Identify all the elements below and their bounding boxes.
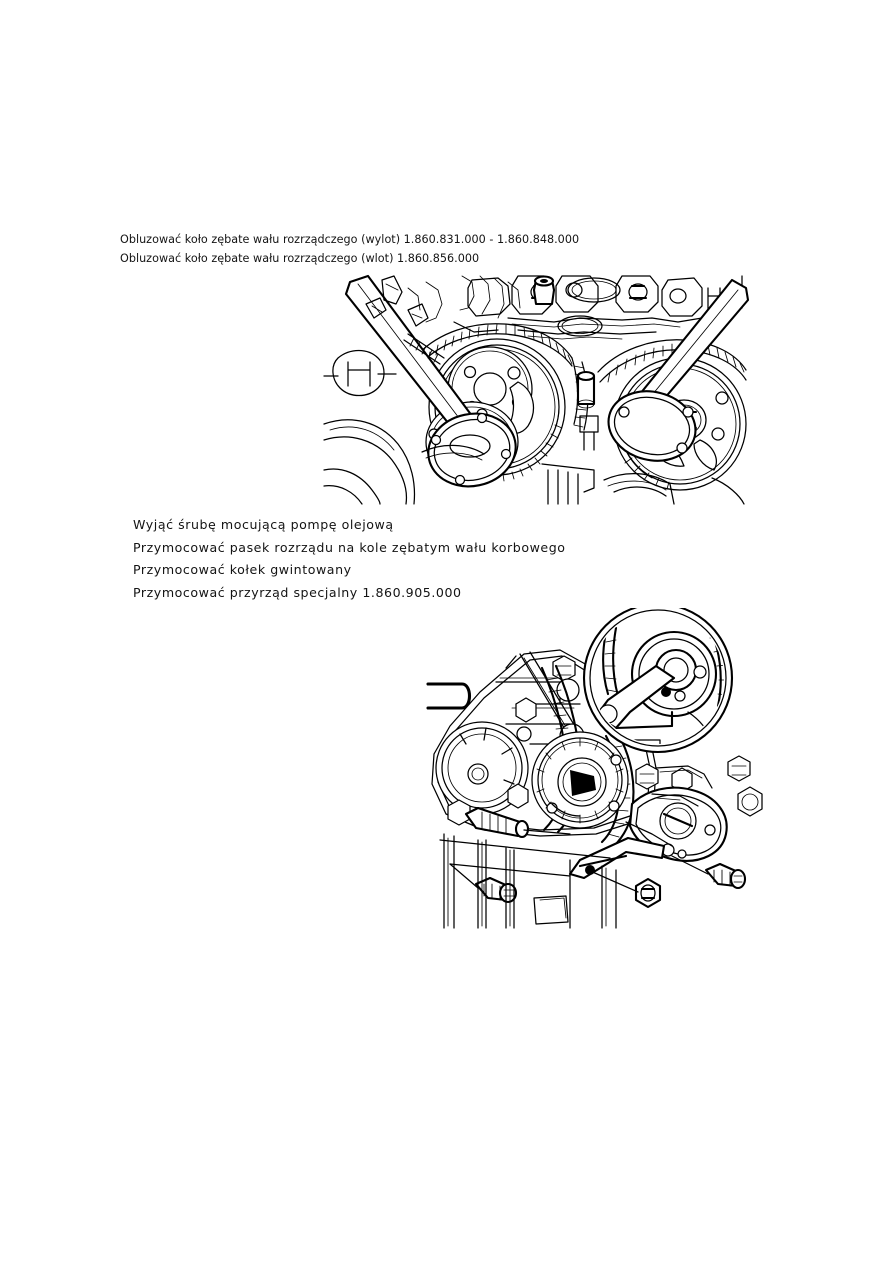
instruction-line: Wyjąć śrubę mocującą pompę olejową xyxy=(133,517,394,532)
instruction-line: Przymocować kołek gwintowany xyxy=(133,562,352,578)
instruction-line: Przymocować przyrząd specjalny 1.860.905… xyxy=(133,584,462,600)
instruction-line: Przymocować pasek rozrządu na kole zębat… xyxy=(133,539,566,555)
figure-camshaft-sprockets xyxy=(322,274,750,506)
instruction-line: Obluzować koło zębate wału rozrządczego … xyxy=(120,252,480,265)
instruction-line: Obluzować koło zębate wału rozrządczego … xyxy=(120,233,580,246)
instructions-top-block: Obluzować koło zębate wału rozrządczego … xyxy=(120,230,820,268)
figure-crankshaft-tool xyxy=(420,608,780,934)
instructions-middle-block: Wyjąć śrubę mocującą pompę olejową Przym… xyxy=(133,514,833,604)
